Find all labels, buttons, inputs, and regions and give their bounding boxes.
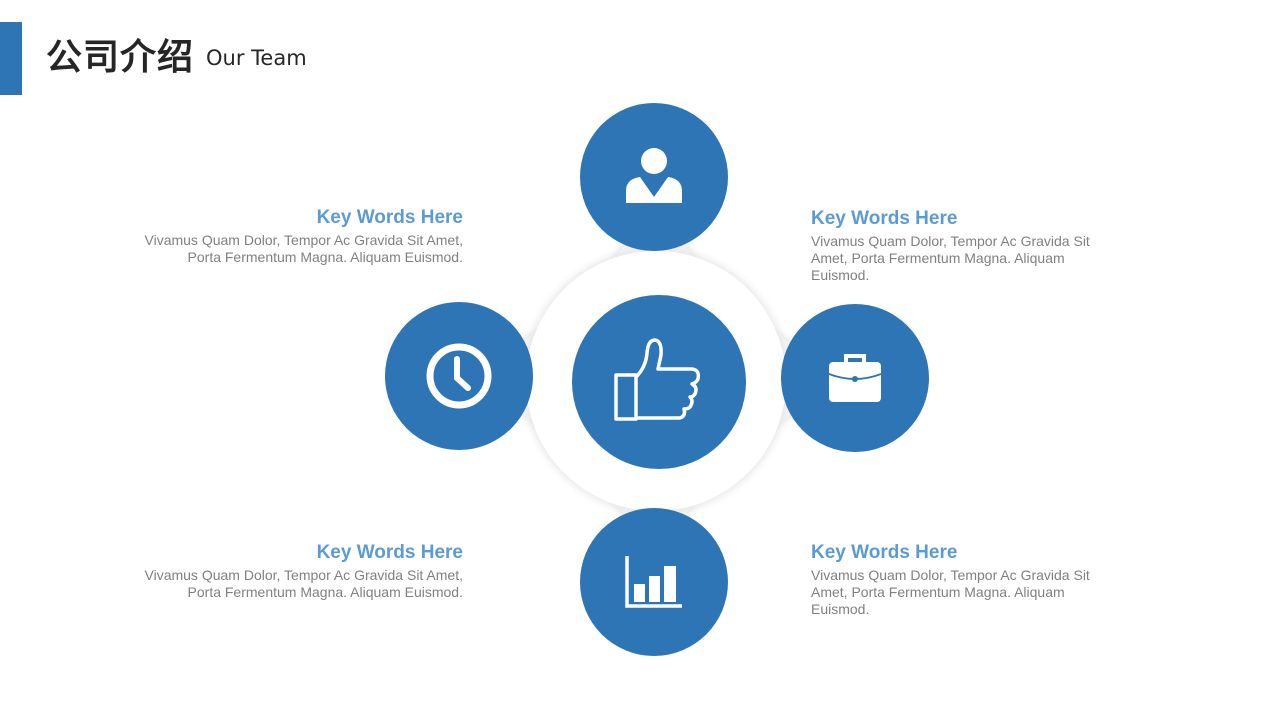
briefcase-icon	[828, 354, 882, 402]
block-text: Vivamus Quam Dolor, Tempor Ac Gravida Si…	[811, 233, 1090, 283]
text-block-bottom-right: Key Words Here Vivamus Quam Dolor, Tempo…	[811, 541, 1116, 618]
thumbs-up-icon	[614, 338, 701, 421]
text-block-top-left: Key Words Here Vivamus Quam Dolor, Tempo…	[113, 206, 464, 266]
clock-icon	[426, 343, 492, 409]
block-title: Key Words Here	[811, 208, 958, 229]
page-title: 公司介绍	[46, 37, 195, 78]
block-text: Vivamus Quam Dolor, Tempor Ac Gravida Si…	[144, 567, 464, 600]
page-subtitle: Our Team	[206, 46, 307, 70]
block-title: Key Words Here	[811, 542, 958, 563]
text-block-top-right: Key Words Here Vivamus Quam Dolor, Tempo…	[811, 207, 1116, 284]
bar-chart-icon	[625, 556, 682, 608]
node-center	[572, 295, 746, 469]
node-right	[781, 304, 929, 452]
block-text: Vivamus Quam Dolor, Tempor Ac Gravida Si…	[144, 232, 464, 265]
block-text: Vivamus Quam Dolor, Tempor Ac Gravida Si…	[811, 567, 1090, 617]
accent-bar	[0, 22, 22, 95]
text-block-bottom-left: Key Words Here Vivamus Quam Dolor, Tempo…	[113, 541, 464, 601]
block-title: Key Words Here	[316, 542, 463, 563]
block-title: Key Words Here	[316, 207, 463, 228]
person-icon	[626, 148, 682, 203]
node-left	[385, 302, 533, 450]
node-bottom	[580, 508, 728, 656]
node-top	[580, 103, 728, 251]
